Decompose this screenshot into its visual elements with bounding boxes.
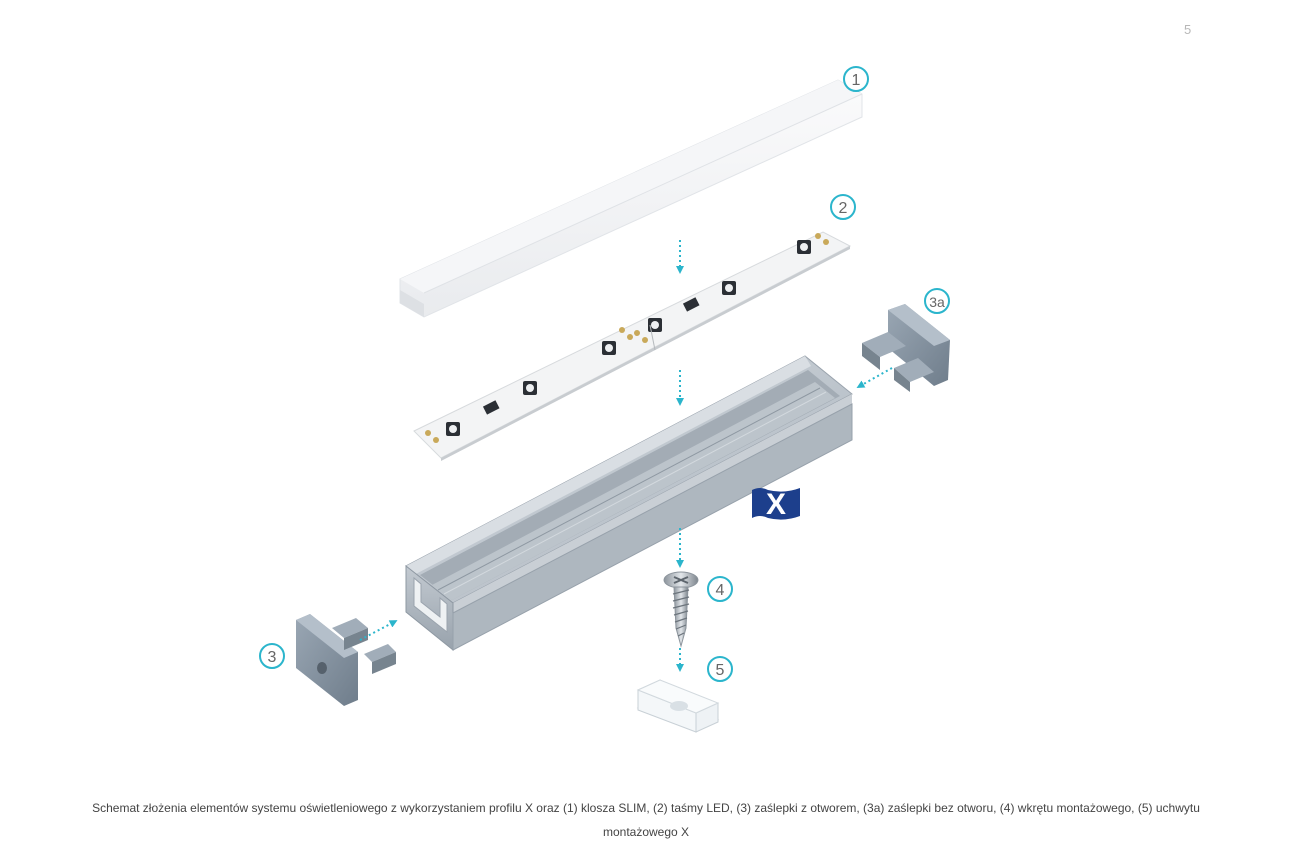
badge-label: X [766, 488, 786, 521]
callout-label: 1 [852, 72, 861, 89]
profile-x-part [405, 355, 853, 652]
end-cap-closed-part [862, 304, 950, 392]
callout-3a: 3a [924, 288, 950, 314]
led-chip [648, 318, 662, 332]
callout-1: 1 [843, 66, 869, 92]
led-chip [446, 422, 460, 436]
callout-label: 3a [929, 294, 945, 310]
callout-2: 2 [830, 194, 856, 220]
figure-caption: Schemat złożenia elementów systemu oświe… [70, 796, 1222, 844]
page-number: 5 [1184, 22, 1192, 37]
caption-line-2: montażowego X [602, 825, 690, 839]
callout-label: 5 [716, 662, 725, 679]
callout-5: 5 [707, 656, 733, 682]
mounting-clip-part [636, 679, 720, 733]
arrow-cap3-to-profile [359, 620, 398, 641]
arrow-cap3a-to-profile [856, 367, 893, 388]
cover-part [399, 79, 863, 318]
led-chip [797, 240, 811, 254]
screw-part [663, 571, 699, 648]
assembly-arrows [359, 240, 893, 672]
end-cap-with-hole-part [296, 614, 396, 706]
assembly-diagram: X [259, 66, 950, 733]
solder-pads [425, 233, 829, 443]
led-chip [722, 281, 736, 295]
callout-4: 4 [707, 576, 733, 602]
callout-label: 4 [716, 582, 725, 599]
led-chip [602, 341, 616, 355]
callout-label: 3 [268, 649, 277, 666]
callout-label: 2 [839, 200, 848, 217]
resistor-chip [682, 297, 700, 312]
led-strip-part [413, 231, 852, 461]
callout-3: 3 [259, 643, 285, 669]
led-chip [523, 381, 537, 395]
caption-line-1: Schemat złożenia elementów systemu oświe… [92, 801, 1200, 815]
resistor-chip [482, 400, 500, 415]
profile-x-badge: X [752, 488, 800, 521]
